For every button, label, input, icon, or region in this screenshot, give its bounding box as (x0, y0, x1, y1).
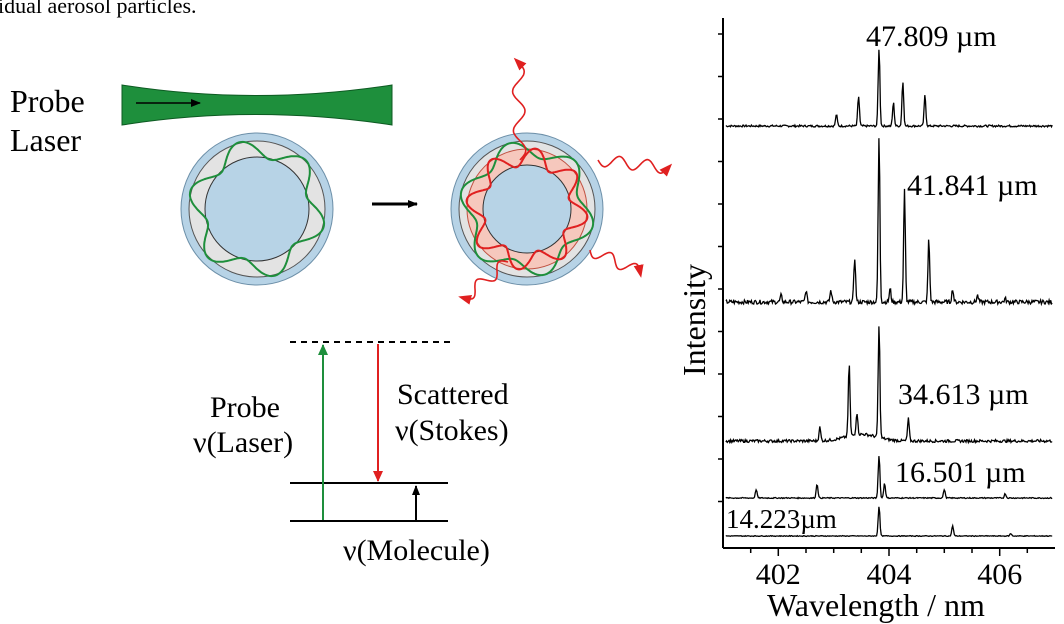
trace-label-41841: 41.841 µm (907, 169, 1038, 202)
energy-level-diagram: Probe ν(Laser) Scattered ν(Stokes) ν(Mol… (193, 341, 509, 567)
laser-beam (121, 84, 393, 126)
x-tick-label: 404 (867, 558, 912, 591)
whispering-gallery-mode-right-green (459, 141, 595, 277)
droplet-right-core (482, 164, 572, 254)
probe-laser-label-line1: Probe (10, 83, 85, 119)
spectra-panel: 402 404 406 Intensity Wavelength / nm 47.8… (676, 18, 1055, 623)
trace-label-16501: 16.501 µm (895, 456, 1026, 489)
trace-label-14223: 14.223µm (726, 504, 837, 534)
scattered-wave-arrow (511, 57, 527, 161)
spectra-traces (725, 49, 1053, 538)
molecule-label: ν(Molecule) (343, 534, 490, 567)
y-axis-ticks (718, 33, 723, 503)
trace-label-47809: 47.809 µm (866, 20, 997, 53)
x-axis-ticks: 402 404 406 (749, 548, 1029, 591)
x-tick-label: 406 (977, 558, 1022, 591)
droplet-left-core (204, 156, 310, 262)
spectrum-trace (725, 49, 1053, 129)
probe-laser-group: Probe Laser (10, 83, 393, 158)
y-axis-label: Intensity (676, 264, 712, 376)
spectrum-trace (725, 138, 1053, 307)
scattered-wave-arrow (589, 249, 644, 278)
probe-label-line1: Probe (210, 391, 280, 424)
caption-fragment: idual aerosol particles. (0, 0, 197, 18)
probe-label-line2: ν(Laser) (193, 426, 293, 459)
droplet-left (180, 132, 334, 286)
scattered-label-line2: ν(Stokes) (395, 414, 509, 447)
droplet-right (450, 57, 673, 305)
x-tick-label: 402 (756, 558, 801, 591)
spectrum-trace (725, 326, 1053, 445)
scattered-wave-arrow (597, 155, 673, 177)
spectrum-trace (725, 506, 1053, 538)
whispering-gallery-mode-right-red (465, 147, 589, 271)
spectrum-trace (725, 456, 1053, 500)
whispering-gallery-mode-left (188, 140, 326, 278)
x-axis-label: Wavelength / nm (767, 587, 985, 623)
probe-laser-label-line2: Laser (10, 122, 81, 158)
scattered-wave-arrow (458, 260, 509, 305)
trace-label-34613: 34.613 µm (898, 378, 1029, 411)
scattered-label-line1: Scattered (397, 378, 509, 411)
